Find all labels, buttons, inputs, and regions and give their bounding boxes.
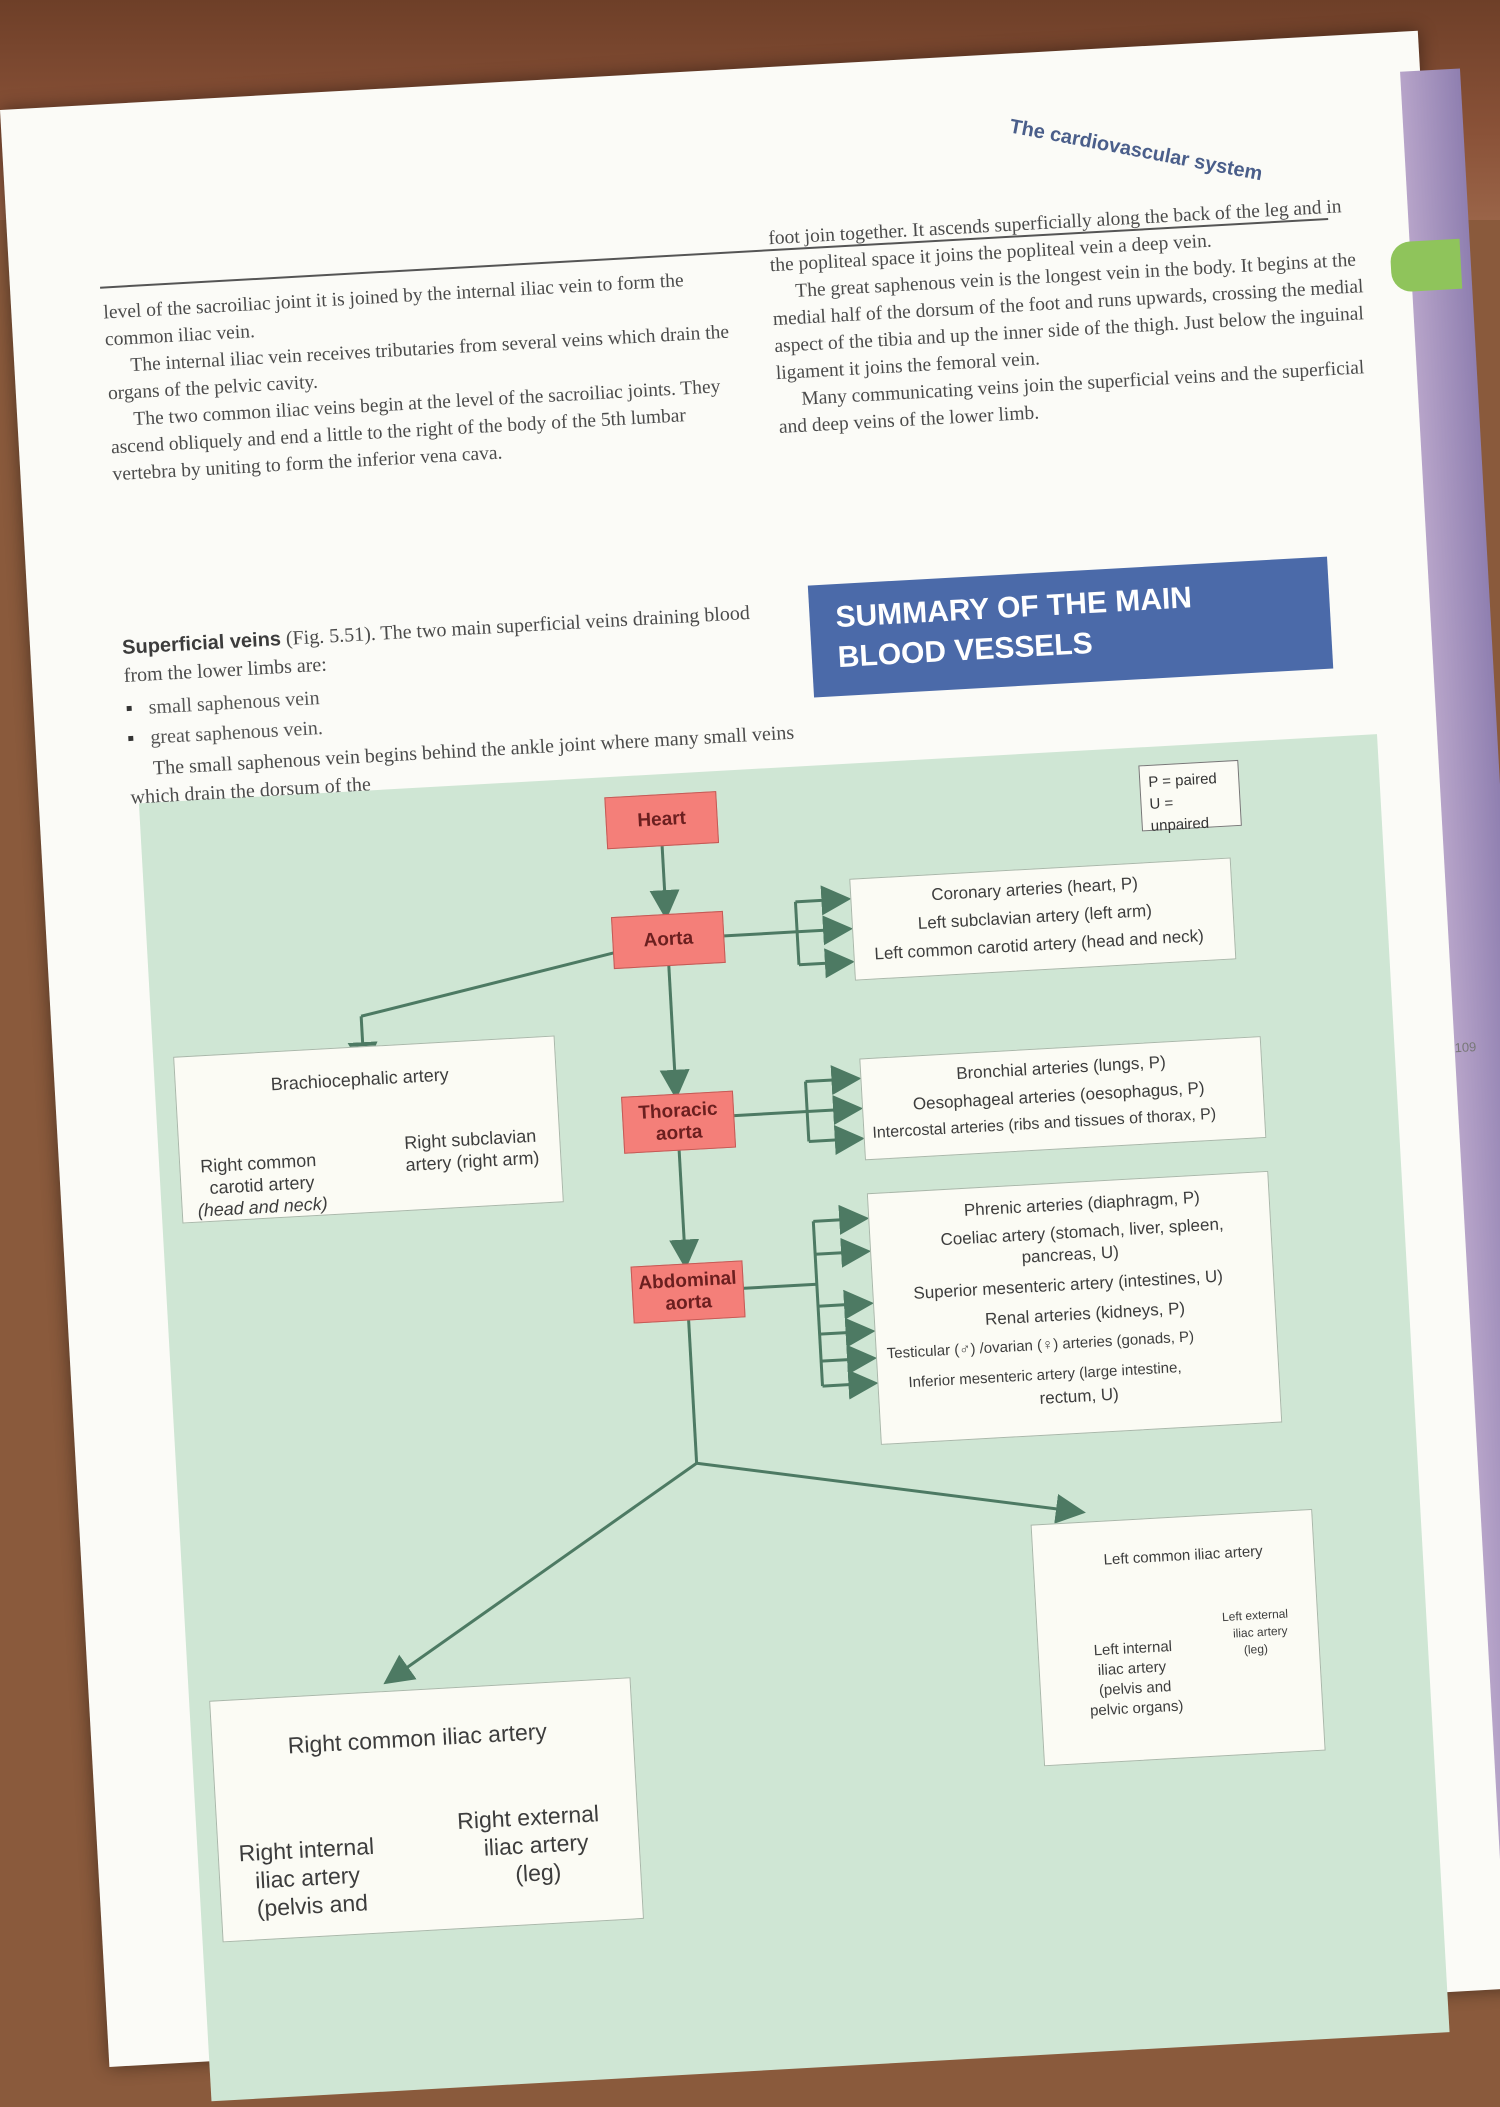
branch-inferior-mesenteric-1: Inferior mesenteric artery (large intest… [907, 1359, 1182, 1392]
left-external-iliac-2: iliac artery [1232, 1623, 1288, 1641]
left-common-iliac-box: Left common iliac artery Left internal i… [1030, 1508, 1326, 1767]
branch-gonadal: Testicular (♂) /ovarian (♀) arteries (go… [886, 1328, 1195, 1363]
abdominal-aorta-box: Abdominal aorta [630, 1260, 746, 1324]
brachiocephalic-title: Brachiocephalic artery [270, 1064, 450, 1095]
superficial-veins-heading: Superficial veins [121, 628, 282, 659]
heart-label: Heart [636, 807, 687, 832]
page-number: 109 [1454, 1039, 1477, 1056]
left-internal-iliac-3: (pelvis and [1098, 1678, 1172, 1700]
right-external-iliac-2: iliac artery [483, 1828, 590, 1861]
summary-banner: SUMMARY OF THE MAIN BLOOD VESSELS [807, 556, 1334, 698]
right-common-iliac-box: Right common iliac artery Right internal… [209, 1677, 644, 1943]
left-internal-iliac-1: Left internal [1093, 1637, 1173, 1660]
branch-coeliac-2: pancreas, U) [1021, 1242, 1120, 1267]
legend-box: P = paired U = unpaired [1138, 759, 1242, 835]
heart-box: Heart [604, 791, 720, 850]
branch-renal: Renal arteries (kidneys, P) [984, 1298, 1186, 1329]
book-page: The cardiovascular system level of the s… [0, 30, 1500, 2102]
branch-left-subclavian: Left subclavian artery (left arm) [917, 900, 1153, 934]
branch-inferior-mesenteric-2: rectum, U) [1039, 1384, 1120, 1408]
abdominal-aorta-label: Abdominal aorta [637, 1267, 737, 1315]
aorta-box: Aorta [611, 910, 726, 970]
vein-bullets: small saphenous vein great saphenous vei… [125, 683, 324, 754]
left-external-iliac-3: (leg) [1243, 1641, 1269, 1657]
right-common-iliac-title: Right common iliac artery [287, 1718, 548, 1759]
legend-unpaired: U = unpaired [1149, 794, 1210, 835]
thoracic-aorta-label: Thoracic aorta [637, 1098, 719, 1145]
aorta-label: Aorta [642, 927, 694, 952]
left-internal-iliac-2: iliac artery [1097, 1658, 1167, 1680]
superficial-veins-intro: Superficial veins (Fig. 5.51). The two m… [121, 598, 763, 690]
branch-phrenic: Phrenic arteries (diaphragm, P) [963, 1187, 1201, 1220]
right-column: foot join together. It ascends superfici… [768, 192, 1379, 441]
aorta-branches-box: Coronary arteries (heart, P) Left subcla… [849, 857, 1237, 981]
chapter-tab [1389, 238, 1463, 293]
running-head: The cardiovascular system [1007, 115, 1265, 186]
right-internal-iliac-3: (pelvis and [256, 1889, 369, 1922]
right-external-iliac-3: (leg) [514, 1858, 562, 1887]
left-column: level of the sacroiliac joint it is join… [103, 264, 753, 488]
left-common-iliac-title: Left common iliac artery [1103, 1542, 1264, 1569]
blood-vessel-diagram: Heart Aorta Thoracic aorta Abdominal aor… [138, 734, 1450, 2102]
left-internal-iliac-4: pelvic organs) [1089, 1697, 1184, 1720]
thoracic-aorta-box: Thoracic aorta [621, 1090, 737, 1154]
branch-bronchial: Bronchial arteries (lungs, P) [955, 1052, 1167, 1084]
abdominal-branches-box: Phrenic arteries (diaphragm, P) Coeliac … [866, 1170, 1283, 1445]
branch-coronary: Coronary arteries (heart, P) [930, 873, 1139, 905]
brachiocephalic-box: Brachiocephalic artery Right common caro… [173, 1035, 564, 1224]
left-external-iliac-1: Left external [1221, 1606, 1289, 1625]
